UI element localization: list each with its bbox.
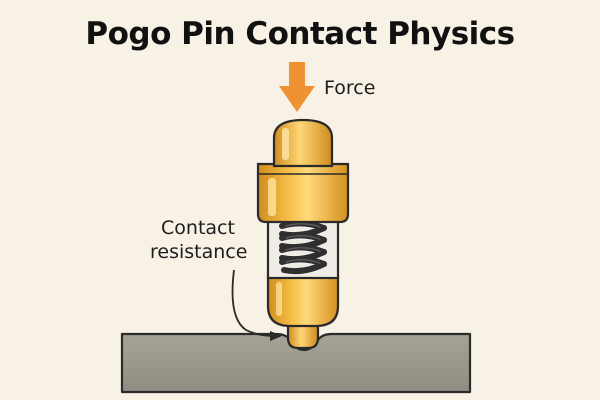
contact-resistance-pointer [231, 269, 282, 341]
force-arrow-icon [279, 62, 315, 112]
force-label: Force [324, 77, 376, 99]
contact-surface [120, 332, 472, 394]
pin-upper-barrel [256, 162, 350, 224]
pin-lower-barrel [266, 274, 340, 328]
plunger-top [272, 118, 334, 168]
contact-resistance-label: Contact resistance [150, 216, 248, 264]
page-title: Pogo Pin Contact Physics [85, 16, 515, 52]
contact-label-line2: resistance [150, 241, 248, 263]
contact-label-line1: Contact [161, 217, 235, 239]
